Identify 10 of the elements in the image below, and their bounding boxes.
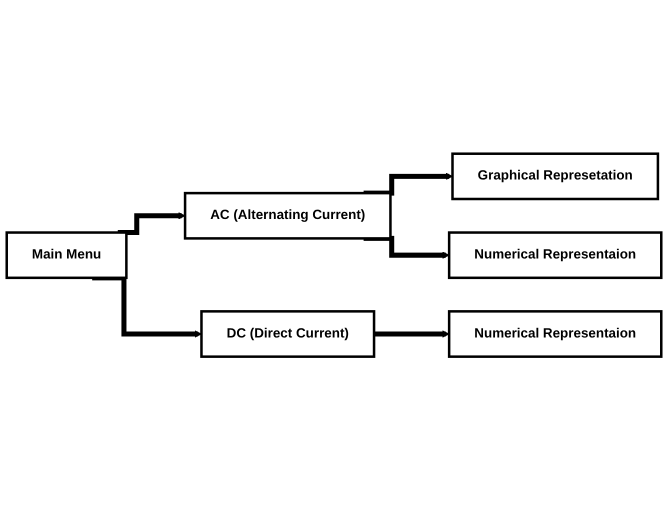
node-box: AC (Alternating Current) [184,192,392,240]
node-box: Numerical Representaion [448,231,663,279]
node-box: Graphical Represetation [451,152,660,200]
arrow [364,236,450,259]
node-box: Numerical Representaion [448,310,663,358]
node-box: Main Menu [5,231,128,279]
arrow [364,172,453,196]
arrow [374,330,450,338]
node-box: DC (Direct Current) [200,310,376,358]
arrow [118,212,186,235]
